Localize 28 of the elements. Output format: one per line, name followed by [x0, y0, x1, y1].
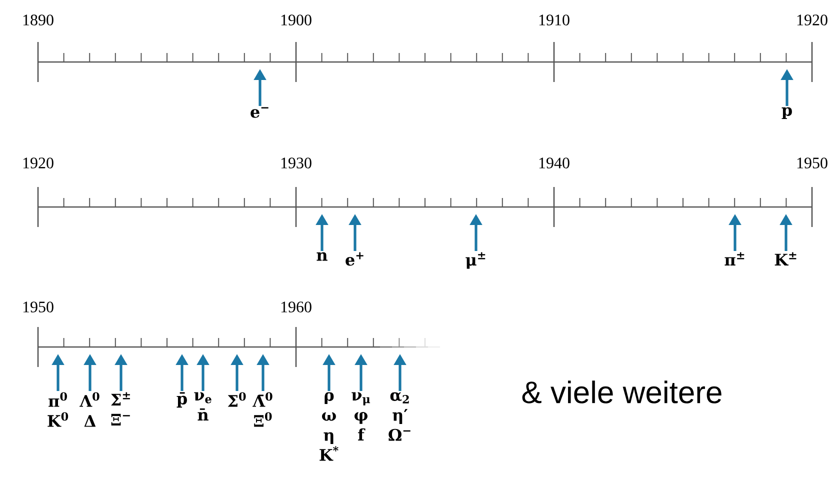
particle-label: π$^{0}$ K$^{0}$: [48, 392, 68, 427]
year-label: 1950: [23, 302, 54, 312]
particle-label: e$^{−}$: [250, 107, 268, 118]
year-label: 1960: [281, 302, 312, 312]
year-label: 1900: [281, 14, 312, 26]
particle-label: π$^{±}$: [724, 252, 744, 266]
particle-label: ν$_{e}$ n̄: [194, 392, 212, 420]
particle-label: ρ ω η K$^{*}$: [320, 392, 338, 461]
particle-label: Λ$^{0}$ Δ: [80, 392, 100, 427]
year-label: 1910: [539, 14, 570, 26]
year-label: 1950: [797, 158, 828, 168]
particle-label: e$^{+}$: [346, 252, 364, 266]
year-label: 1930: [281, 158, 312, 168]
note-text: & viele weitere: [522, 380, 722, 404]
year-label: 1920: [797, 14, 828, 26]
particle-label: α$_{2}$ η′ Ω$^{−}$: [388, 392, 410, 441]
particle-label: Σ$^{±}$ Ξ$^{−}$: [111, 392, 130, 426]
year-label: 1940: [539, 158, 570, 168]
particle-label: p: [782, 107, 792, 120]
year-label: 1920: [23, 158, 54, 168]
particle-label: ν$_{μ}$ φ f: [352, 392, 370, 440]
particle-label: Σ$^{0}$: [228, 392, 246, 407]
particle-label: K$^{±}$: [774, 252, 796, 266]
particle-label: μ$^{±}$: [466, 252, 486, 269]
particle-label: Λ̄$^{0}$ Ξ$^{0}$: [252, 392, 272, 427]
particle-label: n: [316, 252, 328, 261]
particle-label: p̄: [176, 392, 187, 408]
year-label: 1890: [23, 14, 54, 26]
